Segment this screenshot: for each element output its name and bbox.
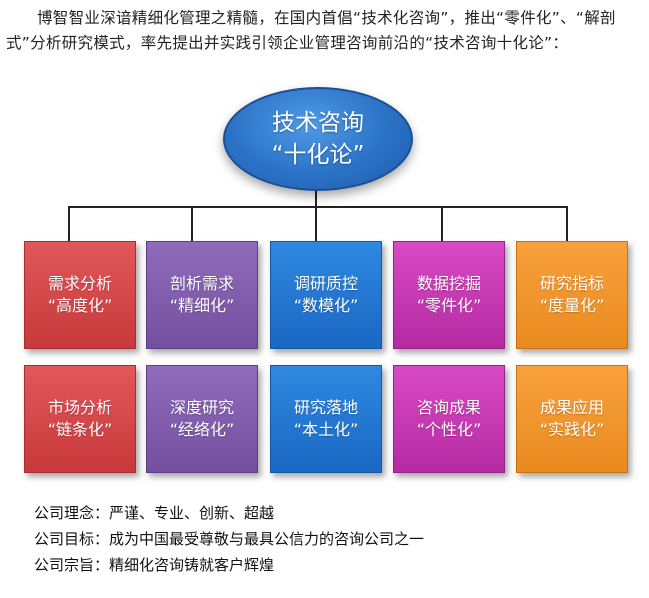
root-subtitle: “十化论” [271, 142, 365, 168]
node-dissect-demand: 剖析需求 “精细化” [146, 241, 258, 349]
node-subtitle: “经络化” [169, 420, 235, 439]
node-research-landing: 研究落地 “本土化” [270, 365, 382, 473]
node-deep-research: 深度研究 “经络化” [146, 365, 258, 473]
root-node: 技术咨询 “十化论” [223, 87, 413, 191]
node-subtitle: “个性化” [416, 420, 482, 439]
company-goal: 公司目标：成为中国最受尊敬与最具公信力的咨询公司之一 [34, 530, 425, 548]
node-subtitle: “高度化” [47, 296, 113, 315]
node-consulting-results: 咨询成果 “个性化” [393, 365, 505, 473]
node-label: 需求分析 [47, 274, 112, 293]
node-label: 深度研究 [169, 398, 234, 417]
node-research-qc: 调研质控 “数模化” [270, 241, 382, 349]
node-label: 调研质控 [293, 274, 358, 293]
node-subtitle: “零件化” [416, 296, 482, 315]
node-subtitle: “实践化” [539, 420, 605, 439]
node-label: 剖析需求 [169, 274, 234, 293]
node-label: 成果应用 [539, 398, 604, 417]
node-results-application: 成果应用 “实践化” [516, 365, 628, 473]
node-label: 数据挖掘 [416, 274, 481, 293]
node-demand-analysis: 需求分析 “高度化” [24, 241, 136, 349]
company-statements: 公司理念：严谨、专业、创新、超越 公司目标：成为中国最受尊敬与最具公信力的咨询公… [34, 500, 424, 578]
node-market-analysis: 市场分析 “链条化” [24, 365, 136, 473]
node-label: 研究指标 [539, 274, 604, 293]
node-data-mining: 数据挖掘 “零件化” [393, 241, 505, 349]
intro-paragraph: 博智智业深谙精细化管理之精髓，在国内首倡“技术化咨询”，推出“零件化”、“解剖式… [6, 9, 616, 52]
node-subtitle: “链条化” [47, 420, 113, 439]
node-subtitle: “本土化” [293, 420, 359, 439]
company-philosophy: 公司理念：严谨、专业、创新、超越 [34, 504, 275, 522]
node-research-metrics: 研究指标 “度量化” [516, 241, 628, 349]
node-subtitle: “度量化” [539, 296, 605, 315]
root-title: 技术咨询 [272, 110, 364, 136]
node-label: 研究落地 [293, 398, 358, 417]
node-subtitle: “精细化” [169, 296, 235, 315]
company-mission: 公司宗旨：精细化咨询铸就客户辉煌 [34, 556, 275, 574]
node-label: 咨询成果 [416, 398, 481, 417]
node-subtitle: “数模化” [293, 296, 359, 315]
node-label: 市场分析 [47, 398, 112, 417]
